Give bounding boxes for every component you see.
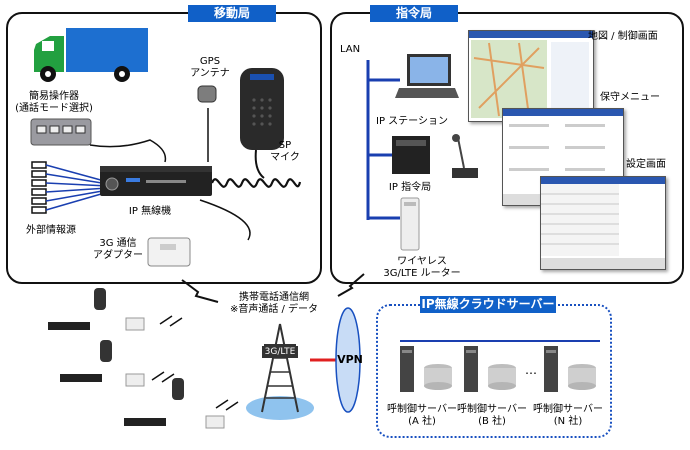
vpn-tunnel bbox=[310, 307, 361, 413]
external-info-label: 外部情報源 bbox=[26, 225, 76, 236]
server-n-icon bbox=[544, 346, 596, 392]
server-a-label: 呼制御サーバー(A 社) bbox=[387, 404, 457, 427]
tower-label: 3G/LTE bbox=[262, 346, 298, 358]
lan-label: LAN bbox=[340, 44, 361, 55]
maintenance-label: 保守メニュー bbox=[600, 92, 660, 103]
settings-screen bbox=[540, 176, 666, 270]
cloud-server-header: IP無線クラウドサーバー bbox=[420, 296, 556, 313]
ip-radio-device bbox=[100, 166, 212, 196]
gps-antenna-device bbox=[197, 85, 217, 103]
3g-adapter-label: 3G 通信アダプター bbox=[93, 238, 143, 261]
coiled-cable bbox=[212, 178, 302, 188]
map-control-label: 地図 / 制御画面 bbox=[588, 31, 658, 42]
cloud-network-bus bbox=[400, 340, 600, 342]
ip-dispatch-device bbox=[392, 134, 478, 178]
lightning-icon bbox=[337, 273, 365, 297]
map-control-screen bbox=[468, 30, 594, 122]
ip-dispatch-label: IP 指令局 bbox=[388, 182, 432, 193]
server-n-label: 呼制御サーバー(N 社) bbox=[533, 404, 603, 427]
cloud-ellipsis: … bbox=[525, 363, 537, 377]
speaker-mic-device bbox=[240, 68, 284, 179]
3g-adapter-device bbox=[147, 237, 191, 267]
settings-label: 設定画面 bbox=[626, 159, 666, 170]
server-b-icon bbox=[464, 346, 516, 392]
lightning-icon bbox=[181, 279, 219, 303]
server-b-label: 呼制御サーバー(B 社) bbox=[457, 404, 527, 427]
server-a-icon bbox=[400, 346, 452, 392]
truck-icon bbox=[34, 28, 148, 82]
carrier-network-label: 携帯電話通信網※音声通話 / データ bbox=[229, 292, 319, 315]
ip-station-label: IP ステーション bbox=[376, 116, 448, 127]
laptop-device bbox=[395, 54, 459, 98]
ip-radio-label: IP 無線機 bbox=[128, 206, 172, 217]
external-info-sources bbox=[31, 161, 109, 214]
dispatch-station-header: 指令局 bbox=[370, 5, 458, 22]
router-device bbox=[400, 197, 420, 251]
mobile-cables bbox=[89, 108, 251, 241]
mobile-units bbox=[48, 288, 239, 429]
mobile-station-header: 移動局 bbox=[188, 5, 276, 22]
simple-console-device bbox=[30, 118, 92, 146]
simple-console-label: 簡易操作器(通話モード選択) bbox=[15, 91, 93, 114]
vpn-label: VPN bbox=[337, 353, 363, 366]
